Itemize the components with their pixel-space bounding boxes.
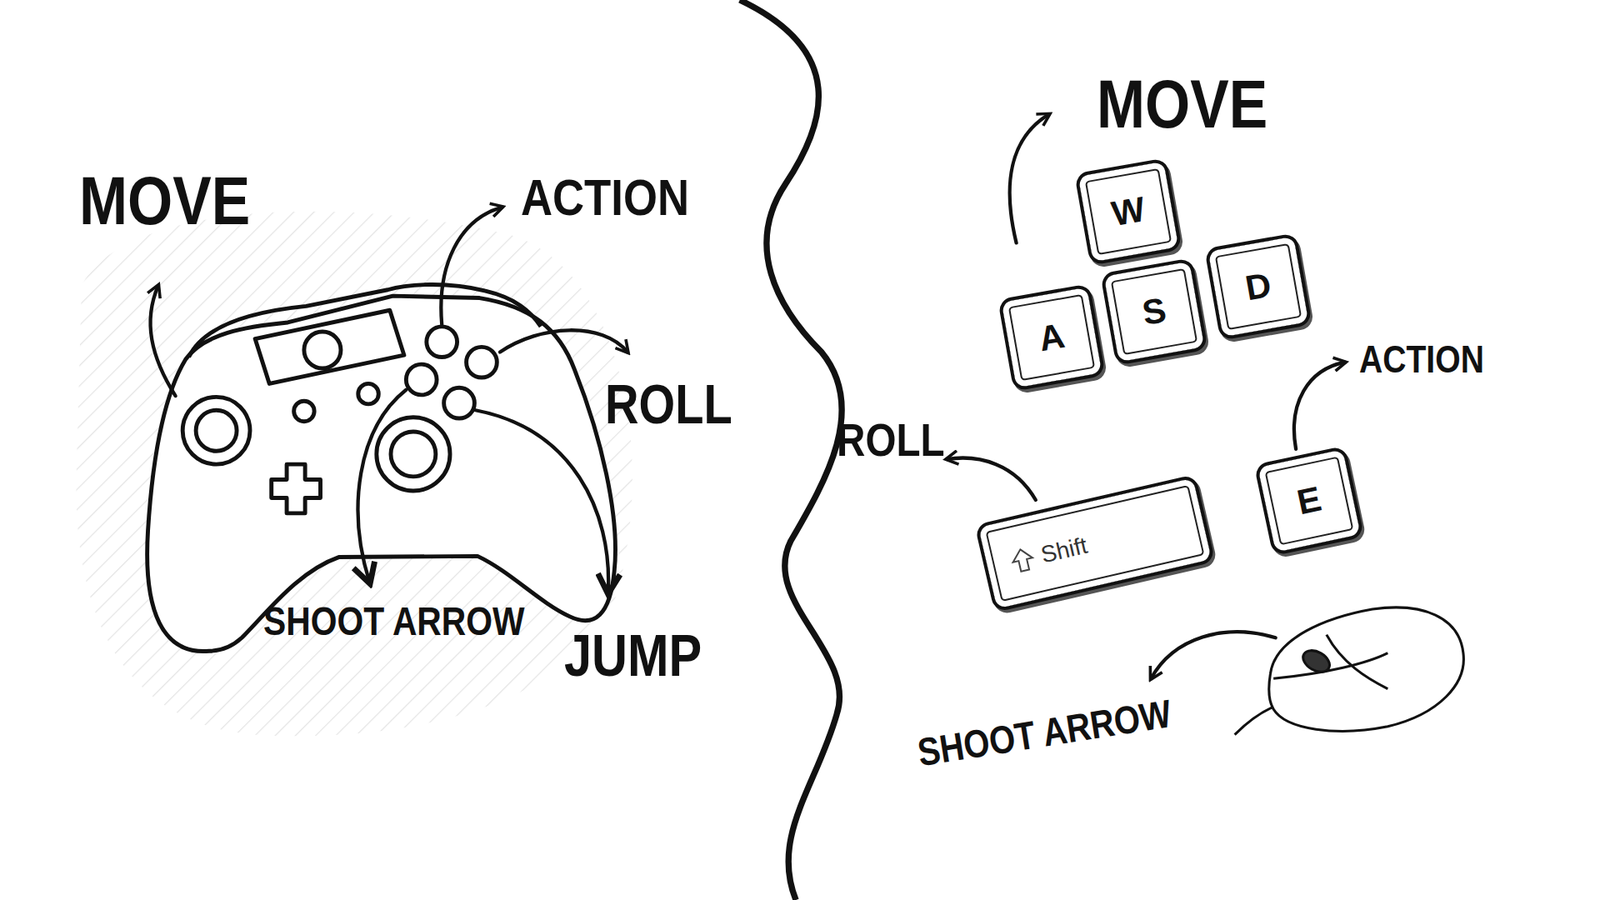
key-text: Shift [1038,532,1090,570]
keycap: S [1100,257,1209,366]
gamepad [147,284,616,651]
keycap: D [1204,232,1313,341]
control-label: ROLL [836,416,945,464]
control-label: SHOOT ARROW [915,693,1175,772]
keycap: A [997,283,1106,392]
control-label: ACTION [1359,340,1485,379]
keycap: W [1074,157,1183,266]
key-text: A [1035,315,1068,360]
key-text: S [1139,290,1170,334]
hatch-ground [75,211,632,737]
leader-arrows [150,207,628,593]
shift-arrow [1010,547,1035,574]
key-text: W [1108,189,1148,235]
control-label: ACTION [520,171,690,224]
keycap: Shift [974,474,1215,613]
key-text: D [1242,265,1275,310]
control-label: MOVE [79,166,250,235]
leader-arrows [946,114,1345,679]
wavy-divider [740,0,842,900]
control-label: MOVE [1096,70,1268,139]
keycap: E [1254,445,1365,557]
mouse [1235,607,1465,735]
control-label: SHOOT ARROW [263,601,525,642]
control-label: JUMP [564,626,702,685]
shift-arrow-icon [1007,544,1038,576]
control-label: ROLL [605,376,733,432]
key-text: E [1293,479,1325,524]
